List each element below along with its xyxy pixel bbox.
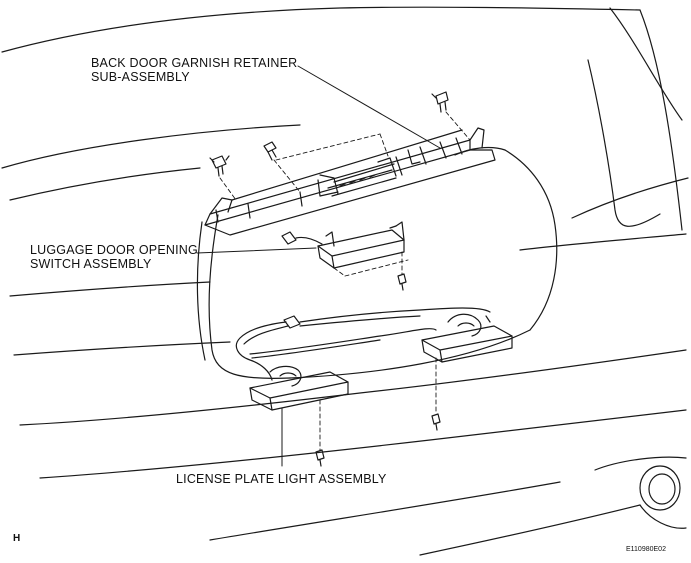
- license-light-left: [250, 366, 348, 410]
- license-light-label: LICENSE PLATE LIGHT ASSEMBLY: [176, 472, 387, 486]
- luggage-switch-part: [282, 222, 404, 268]
- exhaust-pipe: [595, 457, 686, 528]
- garnish-retainer-part: [205, 128, 495, 235]
- illustration-code: E110980E02: [626, 546, 666, 553]
- wire-harness: [236, 308, 490, 380]
- license-light-right: [422, 314, 512, 362]
- leader-lines: [197, 66, 440, 466]
- corner-mark-left: H: [13, 533, 21, 544]
- license-light-screws: [316, 414, 440, 466]
- clip-left: [210, 156, 229, 176]
- switch-screw: [398, 274, 406, 290]
- luggage-switch-label-line1: LUGGAGE DOOR OPENING: [30, 243, 198, 257]
- garnish-retainer-label: BACK DOOR GARNISH RETAINER SUB-ASSEMBLY: [91, 56, 297, 84]
- garnish-retainer-label-line1: BACK DOOR GARNISH RETAINER: [91, 56, 298, 70]
- luggage-switch-label-line2: SWITCH ASSEMBLY: [30, 257, 152, 271]
- luggage-switch-label: LUGGAGE DOOR OPENING SWITCH ASSEMBLY: [30, 243, 198, 271]
- switch-dashed-guides: [334, 252, 408, 276]
- license-plate-recess: [197, 148, 556, 379]
- garnish-dashed-guides: [220, 112, 470, 200]
- clip-right: [432, 92, 448, 112]
- clip-center: [264, 142, 276, 160]
- back-door-body-outline: [2, 7, 688, 555]
- license-light-dashed-guides: [320, 358, 436, 450]
- garnish-retainer-label-line2: SUB-ASSEMBLY: [91, 70, 190, 84]
